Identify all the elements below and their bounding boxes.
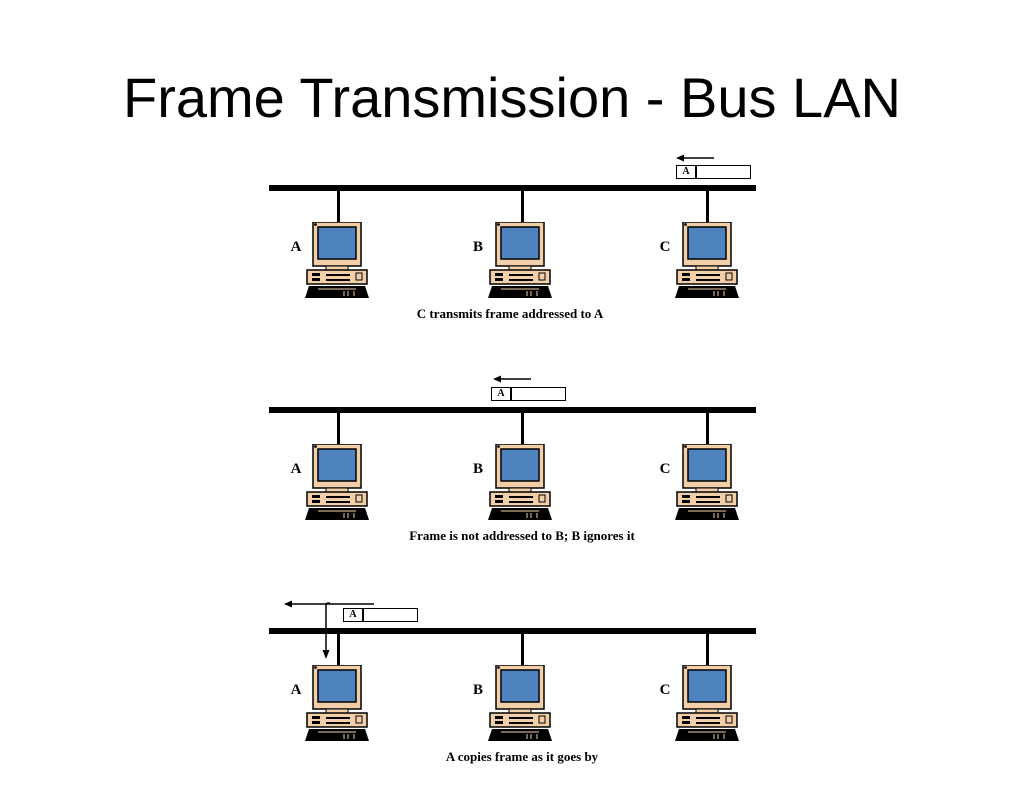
computer-icon-a — [304, 444, 370, 521]
drop-line-b — [521, 190, 524, 226]
diagram-panel-3: A A B C A copies frame as it goes by — [0, 593, 1024, 793]
computer-icon-a — [304, 222, 370, 299]
drop-line-c — [706, 412, 709, 448]
frame-address: A — [492, 388, 512, 400]
diagram-panel-1: A A B C C transmits frame addressed to A — [0, 150, 1024, 350]
down-arrow-icon — [322, 602, 331, 659]
station-label-b: B — [472, 239, 483, 255]
station-label-a: A — [290, 239, 302, 255]
bus-line — [269, 628, 756, 634]
station-label-c: C — [659, 682, 671, 698]
drop-line-c — [706, 190, 709, 226]
left-arrow-icon — [676, 154, 714, 162]
drop-line-c — [706, 633, 709, 669]
frame-address: A — [344, 609, 364, 621]
station-label-a: A — [290, 682, 302, 698]
computer-icon-a — [304, 665, 370, 742]
computer-icon-c — [674, 444, 740, 521]
drop-line-b — [521, 633, 524, 669]
frame-packet: A — [491, 387, 566, 401]
station-label-a: A — [290, 461, 302, 477]
computer-icon-c — [674, 222, 740, 299]
left-arrow-icon — [284, 600, 374, 608]
station-label-c: C — [659, 461, 671, 477]
diagram-panel-2: A A B C Frame is not addressed to B; B i… — [0, 372, 1024, 572]
caption: A copies frame as it goes by — [445, 749, 599, 764]
frame-packet: A — [343, 608, 418, 622]
caption: C transmits frame addressed to A — [416, 306, 604, 321]
computer-icon-b — [487, 222, 553, 299]
computer-icon-b — [487, 444, 553, 521]
bus-line — [269, 407, 756, 413]
frame-packet: A — [676, 165, 751, 179]
caption: Frame is not addressed to B; B ignores i… — [409, 528, 635, 543]
drop-line-a — [337, 190, 340, 226]
drop-line-b — [521, 412, 524, 448]
station-label-b: B — [472, 461, 483, 477]
drop-line-a — [337, 412, 340, 448]
station-label-c: C — [659, 239, 671, 255]
station-label-b: B — [472, 682, 483, 698]
left-arrow-icon — [493, 375, 531, 383]
computer-icon-c — [674, 665, 740, 742]
bus-line — [269, 185, 756, 191]
slide-title: Frame Transmission - Bus LAN — [123, 66, 901, 129]
computer-icon-b — [487, 665, 553, 742]
drop-line-a — [337, 633, 340, 669]
frame-address: A — [677, 166, 697, 178]
